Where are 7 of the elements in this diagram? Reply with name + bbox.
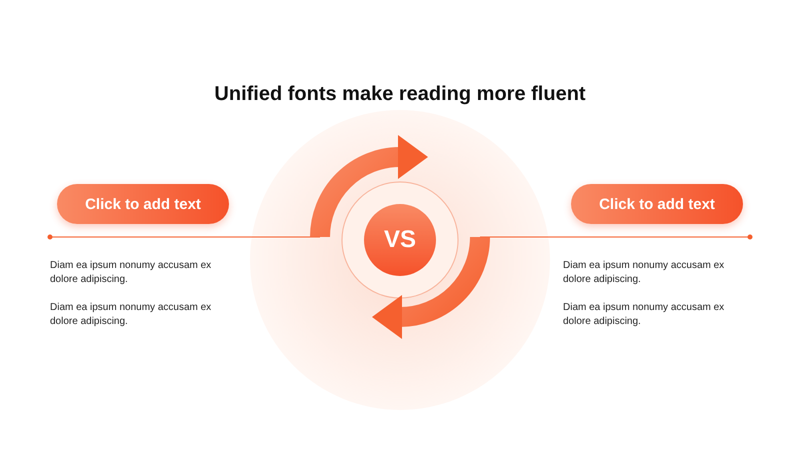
- body-text: Diam ea ipsum nonumy accusam ex dolore adipiscing.: [563, 301, 726, 329]
- body-text: Diam ea ipsum nonumy accusam ex dolore adipiscing.: [563, 259, 726, 287]
- pill-button: Click to add text: [57, 184, 229, 224]
- body-text: Diam ea ipsum nonumy accusam ex dolore adipiscing.: [50, 259, 212, 287]
- pill-button: Click to add text: [571, 184, 743, 224]
- body-text: Diam ea ipsum nonumy accusam ex dolore adipiscing.: [50, 301, 212, 329]
- title: Unified fonts make reading more fluent: [213, 83, 587, 106]
